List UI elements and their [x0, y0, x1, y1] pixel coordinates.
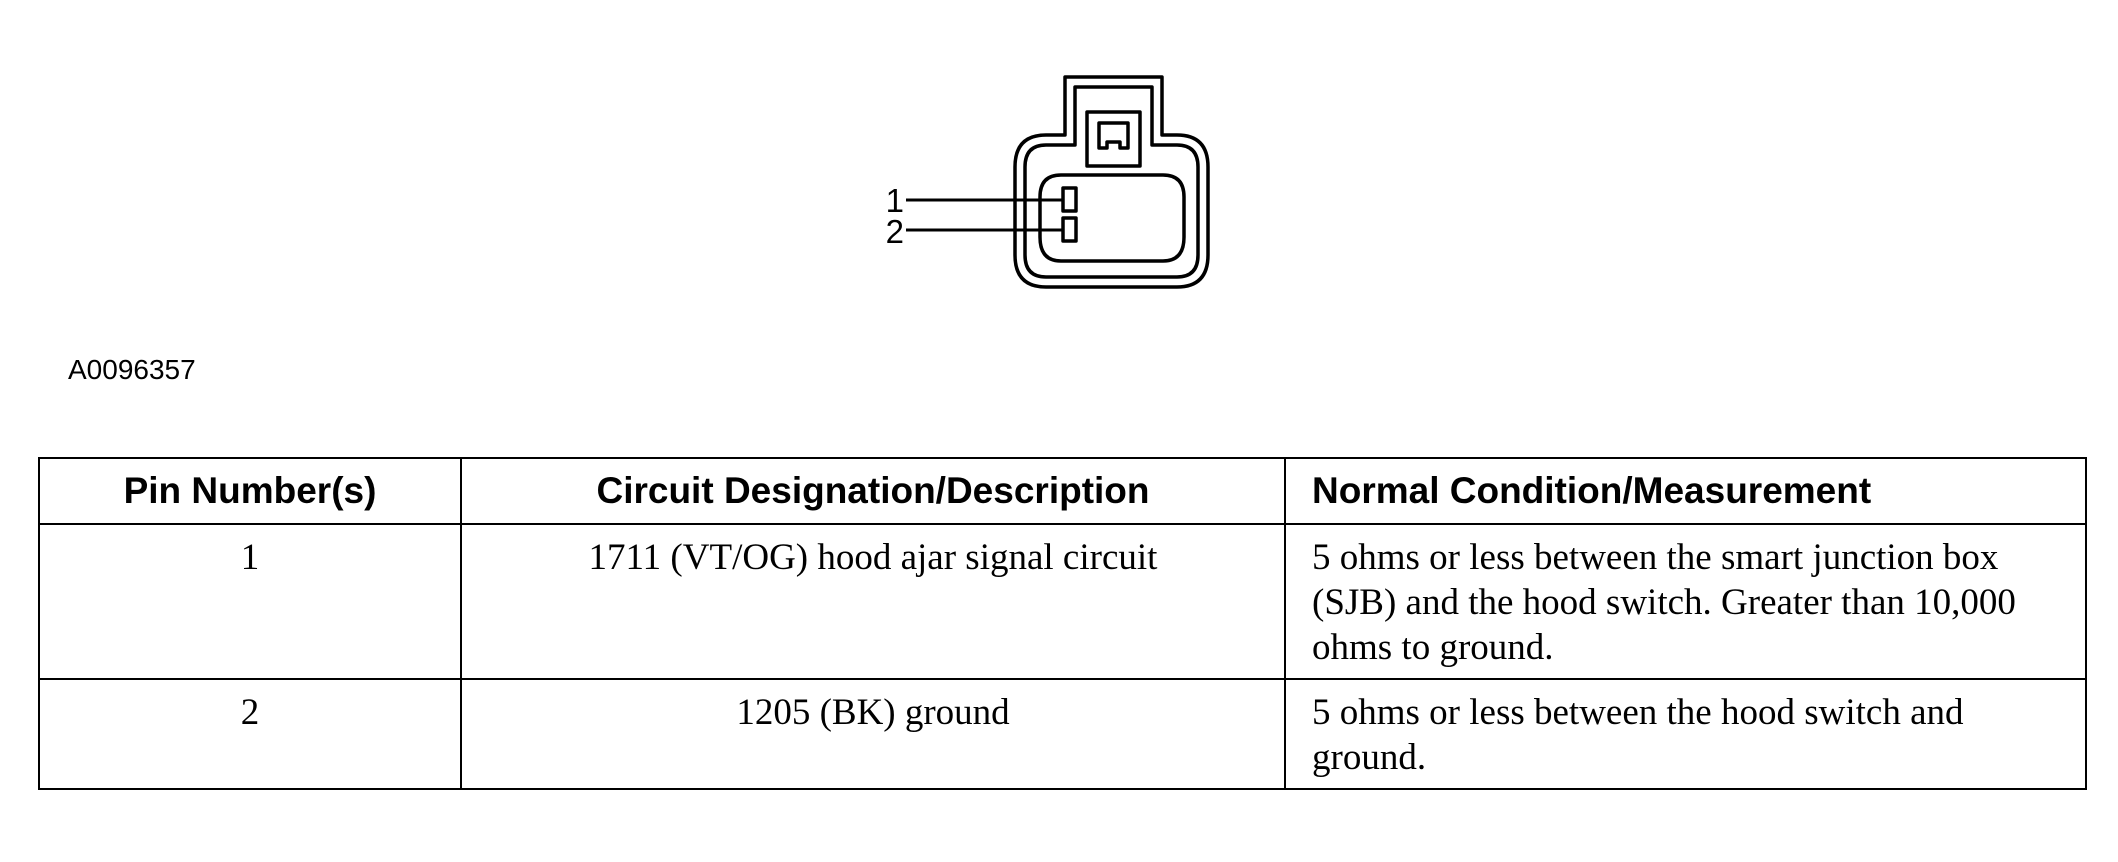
cell-circuit: 1711 (VT/OG) hood ajar signal circuit [460, 523, 1286, 680]
connector-face-diagram: 1 2 [886, 75, 1210, 289]
cell-circuit: 1205 (BK) ground [460, 678, 1286, 790]
connector-housing-outline [1013, 75, 1210, 289]
connector-cavity [1038, 173, 1186, 263]
pin-2-label: 2 [886, 213, 904, 250]
pin-1-terminal [1061, 186, 1078, 213]
figure-id: A0096357 [68, 354, 196, 385]
cell-condition: 5 ohms or less between the smart junctio… [1284, 523, 2087, 680]
locking-tab [1085, 110, 1142, 168]
header-circuit: Circuit Designation/Description [460, 457, 1286, 525]
header-pin-number: Pin Number(s) [38, 457, 462, 525]
cell-condition: 5 ohms or less between the hood switch a… [1284, 678, 2087, 790]
cell-pin: 2 [38, 678, 462, 790]
locking-tab-detail [1097, 121, 1130, 150]
table-header-row: Pin Number(s) Circuit Designation/Descri… [38, 457, 2087, 525]
pinout-table: Pin Number(s) Circuit Designation/Descri… [38, 457, 2087, 790]
pin-2-terminal [1061, 216, 1078, 243]
header-condition: Normal Condition/Measurement [1284, 457, 2087, 525]
cell-pin: 1 [38, 523, 462, 680]
table-row: 2 1205 (BK) ground 5 ohms or less betwee… [38, 678, 2087, 790]
pin-1-label: 1 [886, 182, 904, 219]
connector-housing-inner [1023, 85, 1200, 279]
table-row: 1 1711 (VT/OG) hood ajar signal circuit … [38, 523, 2087, 680]
